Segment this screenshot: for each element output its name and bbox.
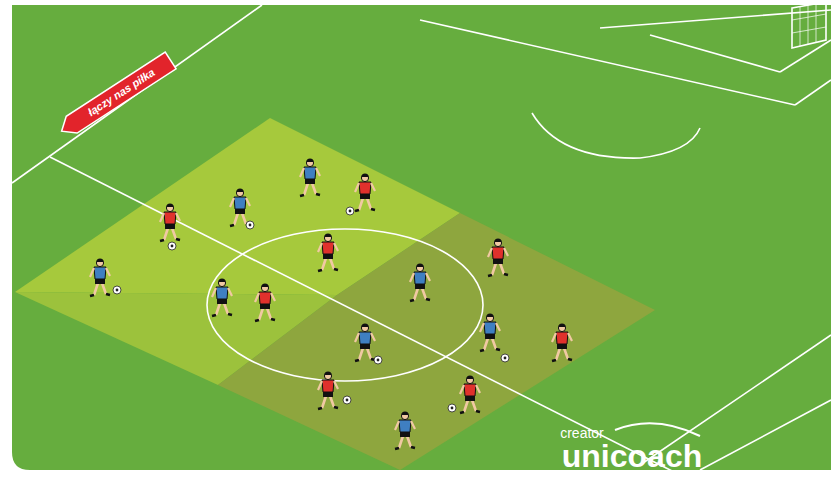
player	[552, 323, 572, 361]
player	[355, 323, 375, 361]
ball	[343, 396, 351, 404]
player	[460, 375, 480, 413]
logo-text: creator	[560, 426, 604, 440]
player	[318, 371, 338, 409]
player	[212, 278, 232, 316]
ball	[246, 221, 254, 229]
goal	[792, 2, 826, 48]
player	[410, 263, 430, 301]
player	[255, 283, 275, 321]
ball	[113, 286, 121, 294]
pitch-ground	[12, 5, 831, 470]
drill-zone-dark	[218, 213, 655, 470]
player	[300, 158, 320, 196]
logo-text: unicoach	[562, 440, 702, 472]
player	[488, 238, 508, 276]
pitch-lines	[12, 5, 831, 475]
ball	[374, 356, 382, 364]
player	[355, 173, 375, 211]
banner	[56, 52, 176, 140]
ball	[448, 404, 456, 412]
ball	[168, 242, 176, 250]
player	[230, 188, 250, 226]
player	[395, 411, 415, 449]
ball	[501, 354, 509, 362]
logo-ball	[615, 423, 700, 436]
player	[90, 258, 110, 296]
player	[480, 313, 500, 351]
player	[318, 233, 338, 271]
player	[160, 203, 180, 241]
players	[90, 158, 572, 449]
ball	[346, 207, 354, 215]
